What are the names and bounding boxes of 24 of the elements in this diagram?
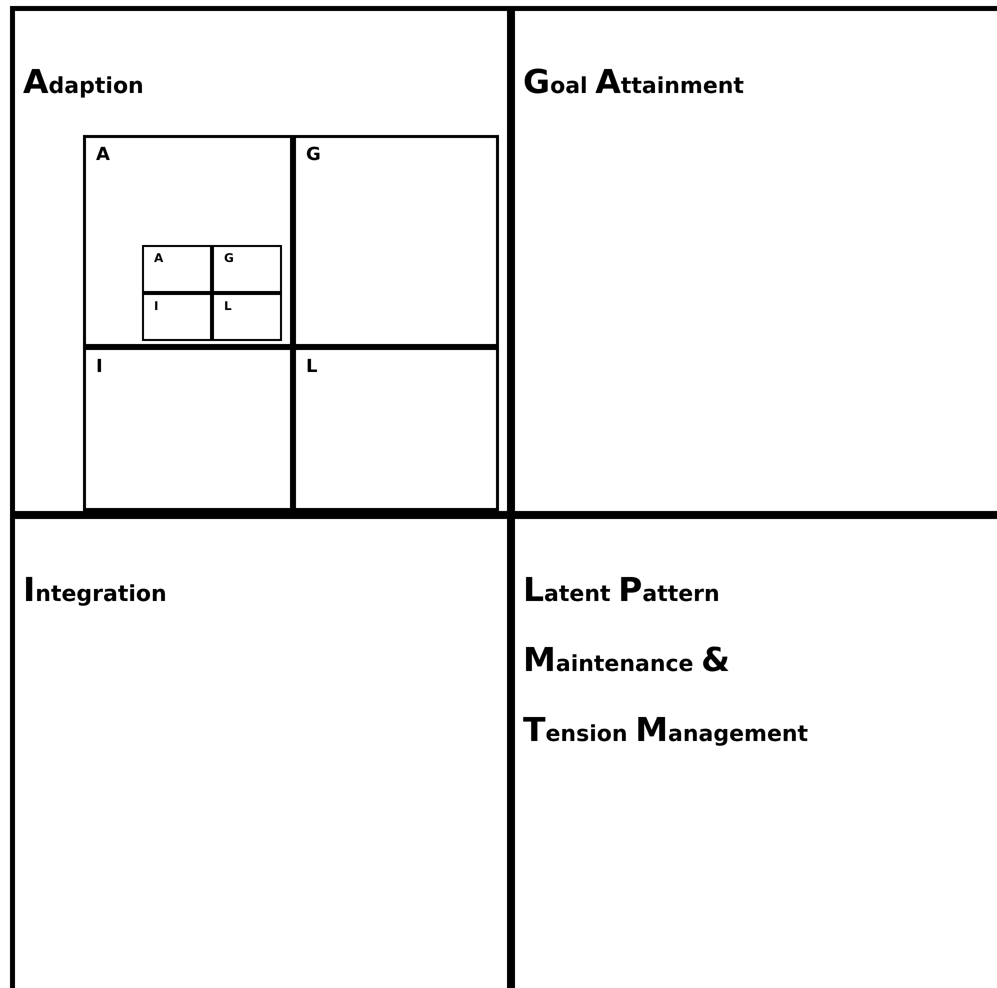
quadrant-heading: A (154, 251, 164, 265)
quadrant-heading: Integration (23, 569, 167, 611)
quadrant-box (510, 514, 997, 988)
quadrant-box (510, 6, 997, 514)
quadrant-box (10, 6, 510, 514)
quadrant-box (293, 347, 499, 511)
quadrant-box (83, 135, 293, 347)
quadrant-box (212, 293, 282, 341)
quadrant-box (293, 135, 499, 347)
quadrant-heading: A (96, 144, 110, 165)
quadrant-box (142, 293, 212, 341)
quadrant-heading: Adaption (23, 61, 144, 103)
quadrant-heading: I (154, 299, 158, 313)
quadrant-heading: L (224, 299, 232, 313)
quadrant-heading: Latent Pattern Maintenance & Tension Management (523, 569, 810, 751)
quadrant-heading: G (306, 144, 321, 165)
quadrant-box (142, 245, 212, 293)
quadrant-heading: G (224, 251, 234, 265)
quadrant-heading: Goal Attainment (523, 61, 744, 103)
quadrant-box (10, 514, 510, 988)
quadrant-box (212, 245, 282, 293)
quadrant-heading: L (306, 356, 318, 377)
quadrant-heading: I (96, 356, 103, 377)
quadrant-box (83, 347, 293, 511)
